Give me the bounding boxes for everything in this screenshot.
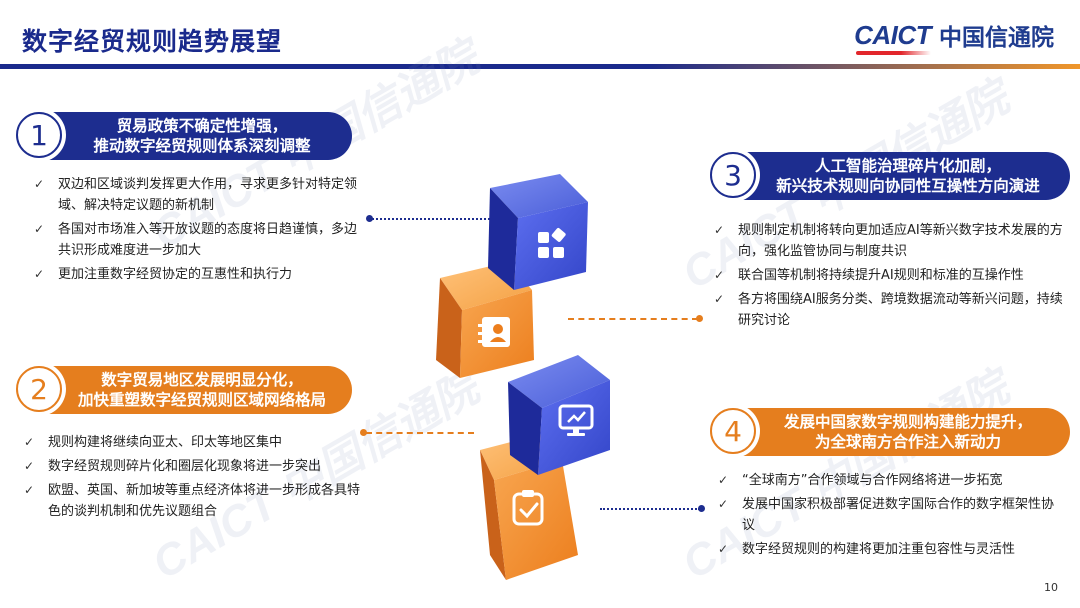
connector-dot [360, 429, 367, 436]
cube-3 [508, 355, 610, 475]
section-2-badge: 2 [12, 362, 66, 416]
section-1-title-line2: 推动数字经贸规则体系深刻调整 [93, 137, 311, 155]
logo-en: CAICT [854, 20, 931, 55]
section-3-title-line1: 人工智能治理碎片化加剧， [814, 157, 1001, 175]
contact-card-icon [478, 317, 510, 347]
check-icon: ✓ [714, 223, 725, 237]
section-2-title-line2: 加快重塑数字经贸规则区域网络格局 [77, 391, 326, 409]
section-3-bullets: ✓规则制定机制将转向更加适应AI等新兴数字技术发展的方向，强化监管协同与制度共识… [712, 220, 1068, 334]
section-3-banner: 3 人工智能治理碎片化加剧， 新兴技术规则向协同性互操性方向演进 [706, 148, 1070, 202]
cube-1 [488, 174, 588, 290]
list-item: ✓数字经贸规则的构建将更加注重包容性与灵活性 [716, 539, 1066, 560]
check-icon: ✓ [24, 459, 35, 473]
list-item: ✓发展中国家积极部署促进数字国际合作的数字框架性协议 [716, 494, 1066, 536]
list-item: ✓数字经贸规则碎片化和圈层化现象将进一步突出 [22, 456, 362, 477]
page-number: 10 [1044, 581, 1058, 594]
list-item: ✓规则制定机制将转向更加适应AI等新兴数字技术发展的方向，强化监管协同与制度共识 [712, 220, 1068, 262]
section-1-title-line1: 贸易政策不确定性增强， [116, 117, 288, 135]
list-item: ✓更加注重数字经贸协定的互惠性和执行力 [32, 264, 362, 285]
check-icon: ✓ [718, 497, 729, 511]
check-icon: ✓ [24, 435, 35, 449]
check-icon: ✓ [714, 268, 725, 282]
section-1-bullets: ✓双边和区域谈判发挥更大作用，寻求更多针对特定领域、解决特定议题的新机制 ✓各国… [32, 174, 362, 288]
monitor-chart-icon [558, 404, 594, 436]
clipboard-check-icon [512, 490, 544, 526]
section-4-title-line1: 发展中国家数字规则构建能力提升， [783, 413, 1032, 431]
connector-line-2 [366, 432, 474, 434]
list-item: ✓各方将围绕AI服务分类、跨境数据流动等新兴问题，持续研究讨论 [712, 289, 1068, 331]
section-2-title-line1: 数字贸易地区发展明显分化， [101, 371, 303, 389]
check-icon: ✓ [34, 222, 45, 236]
list-item: ✓双边和区域谈判发挥更大作用，寻求更多针对特定领域、解决特定议题的新机制 [32, 174, 362, 216]
section-4-bullets: ✓“全球南方”合作领域与合作网络将进一步拓宽 ✓发展中国家积极部署促进数字国际合… [716, 470, 1066, 563]
caict-logo: CAICT 中国信通院 [854, 18, 1054, 55]
connector-dot [696, 315, 703, 322]
connector-dot [366, 215, 373, 222]
section-1-badge: 1 [12, 108, 66, 162]
list-item: ✓欧盟、英国、新加坡等重点经济体将进一步形成各具特色的谈判机制和优先议题组合 [22, 480, 362, 522]
list-item: ✓联合国等机制将持续提升AI规则和标准的互操作性 [712, 265, 1068, 286]
connector-line-1 [372, 218, 490, 220]
check-icon: ✓ [714, 292, 725, 306]
check-icon: ✓ [34, 267, 45, 281]
section-2-banner: 2 数字贸易地区发展明显分化， 加快重塑数字经贸规则区域网络格局 [12, 362, 352, 416]
section-3-badge: 3 [706, 148, 760, 202]
check-icon: ✓ [718, 542, 729, 556]
list-item: ✓规则构建将继续向亚太、印太等地区集中 [22, 432, 362, 453]
connector-dot [698, 505, 705, 512]
check-icon: ✓ [34, 177, 45, 191]
connector-line-4 [600, 508, 700, 510]
connector-line-3 [568, 318, 698, 320]
list-item: ✓各国对市场准入等开放议题的态度将日趋谨慎，多边共识形成难度进一步加大 [32, 219, 362, 261]
logo-cn: 中国信通院 [939, 25, 1054, 51]
section-1-banner: 1 贸易政策不确定性增强， 推动数字经贸规则体系深刻调整 [12, 108, 352, 162]
check-icon: ✓ [24, 483, 35, 497]
section-2-bullets: ✓规则构建将继续向亚太、印太等地区集中 ✓数字经贸规则碎片化和圈层化现象将进一步… [22, 432, 362, 525]
section-4-banner: 4 发展中国家数字规则构建能力提升， 为全球南方合作注入新动力 [706, 404, 1070, 458]
list-item: ✓“全球南方”合作领域与合作网络将进一步拓宽 [716, 470, 1066, 491]
section-4-title-line2: 为全球南方合作注入新动力 [814, 433, 1001, 451]
check-icon: ✓ [718, 473, 729, 487]
cube-stack [436, 174, 610, 580]
header-divider [0, 64, 1080, 69]
grid-blocks-icon [538, 228, 566, 258]
section-4-badge: 4 [706, 404, 760, 458]
page-title: 数字经贸规则趋势展望 [22, 27, 283, 56]
section-3-title-line2: 新兴技术规则向协同性互操性方向演进 [776, 177, 1040, 195]
